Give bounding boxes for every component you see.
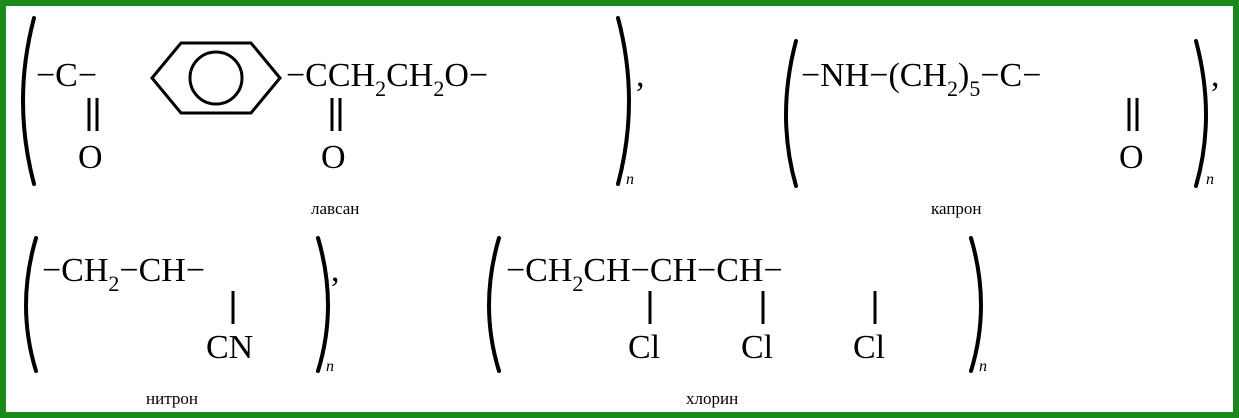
nitron-subscript-n: n [326, 358, 334, 375]
lavsan-chain-mid: −CCH2CH2O− [286, 57, 488, 101]
lavsan-oxygen-2: O [321, 139, 346, 176]
kapron-left-bracket [784, 39, 798, 188]
kapron-subscript-n: n [1206, 171, 1214, 188]
kapron-oxygen: O [1119, 139, 1144, 176]
benzene-ring-icon [150, 41, 282, 115]
nitron-chain: −CH2−CH− [42, 252, 205, 296]
kapron-chain: −NH−(CH2)5−C− [801, 57, 1041, 101]
nitron-cn-group: CN [206, 329, 253, 366]
chlorin-cl-2: Cl [741, 329, 773, 366]
lavsan-comma: , [636, 57, 645, 94]
lavsan-left-bracket [21, 16, 36, 186]
lavsan-formula: −C− O −CCH2CH2O− O n , лавсан [21, 16, 645, 218]
chlorin-left-bracket [487, 236, 501, 373]
nitron-formula: −CH2−CH− CN n , нитрон [24, 236, 340, 408]
chlorin-cl-1: Cl [628, 329, 660, 366]
chlorin-subscript-n: n [979, 358, 987, 375]
polymer-formulas-diagram: −C− O −CCH2CH2O− O n , лавсан −NH−(CH2)5… [21, 16, 1220, 408]
nitron-comma: , [331, 252, 340, 289]
lavsan-chain-start: −C− [36, 57, 97, 94]
lavsan-label: лавсан [311, 199, 359, 218]
chlorin-right-bracket [969, 236, 983, 373]
kapron-comma: , [1211, 57, 1220, 94]
kapron-label: капрон [931, 199, 982, 218]
nitron-label: нитрон [146, 389, 198, 408]
formula-panel: −C− O −CCH2CH2O− O n , лавсан −NH−(CH2)5… [6, 6, 1233, 412]
kapron-formula: −NH−(CH2)5−C− O n , капрон [784, 39, 1220, 218]
lavsan-subscript-n: n [626, 171, 634, 188]
lavsan-right-bracket [616, 16, 631, 186]
lavsan-oxygen-1: O [78, 139, 103, 176]
chlorin-formula: −CH2CH−CH−CH− Cl Cl Cl n хлорин [487, 236, 987, 408]
nitron-right-bracket [316, 236, 330, 373]
chlorin-chain: −CH2CH−CH−CH− [506, 252, 783, 296]
chlorin-cl-3: Cl [853, 329, 885, 366]
chlorin-label: хлорин [686, 389, 738, 408]
nitron-left-bracket [24, 236, 38, 373]
kapron-right-bracket [1194, 39, 1208, 188]
